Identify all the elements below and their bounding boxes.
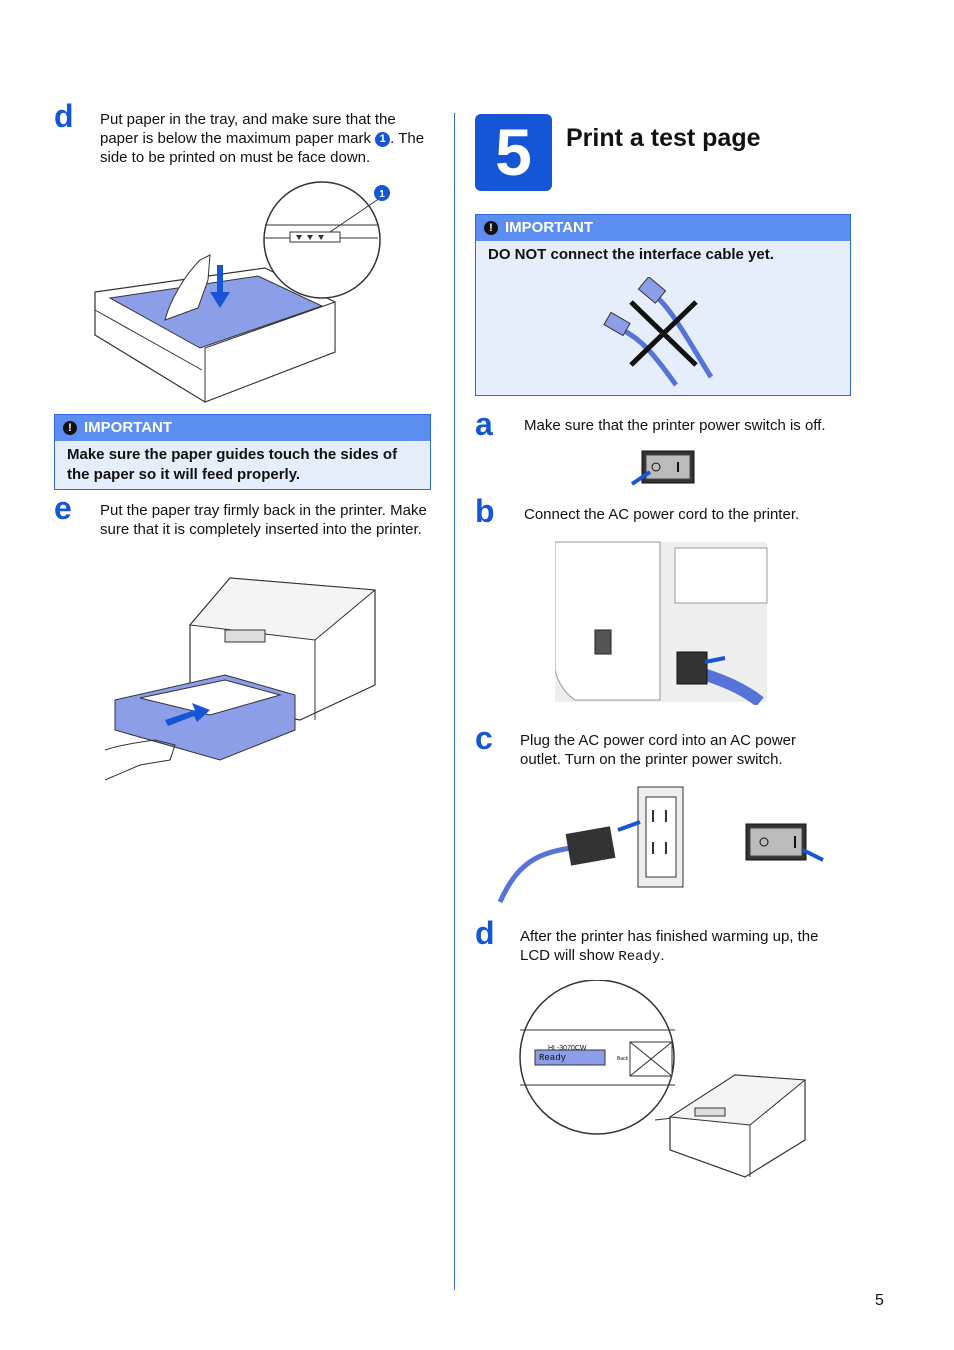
important-body: Make sure the paper guides touch the sid… [67,446,398,483]
step-d-instructions: Put paper in the tray, and make sure tha… [100,110,430,167]
lcd-status-display: Ready [539,1053,567,1063]
step-letter-d-right: d [475,915,495,951]
step-b-text: Connect the AC power cord to the printer… [524,506,800,523]
important-header: ! IMPORTANT [476,215,850,241]
step-d-right-text-1: After the printer has finished warming u… [520,928,819,964]
power-switch-off-icon [630,450,695,486]
step-letter-e: e [54,490,72,526]
step-letter-b: b [475,493,495,529]
step-letter-d: d [54,98,74,134]
important-note-interface-cable: ! IMPORTANT DO NOT connect the interface… [475,214,851,396]
exclamation-icon: ! [63,421,77,435]
step-a-text: Make sure that the printer power switch … [524,417,826,434]
important-body: DO NOT connect the interface cable yet. [488,246,774,263]
callout-1-icon: 1 [375,132,391,147]
printer-tray-insert-illustration [104,577,377,781]
step-d-text-1: Put paper in the tray, and make sure tha… [100,111,396,147]
step-d-right-text-2: . [660,947,665,964]
no-interface-cable-icon [603,277,714,387]
section-title: Print a test page [566,124,761,152]
lcd-back-label: Back [617,1056,629,1062]
wall-outlet-and-switch-illustration [498,786,824,904]
lcd-model-label: HL-3070CW [548,1045,587,1052]
important-label: IMPORTANT [84,419,173,436]
step-e-text: Put the paper tray firmly back in the pr… [100,502,427,538]
section-number-badge: 5 [475,114,552,191]
svg-text:1: 1 [379,189,385,200]
step-c-text: Plug the AC power cord into an AC power … [520,732,796,768]
important-label: IMPORTANT [505,219,594,236]
step-d-text-2: . The side to be printed on must be face… [100,130,425,166]
lcd-ready-text: Ready [618,949,661,965]
step-letter-c: c [475,720,493,756]
step-d-right-text: After the printer has finished warming u… [520,927,850,967]
column-divider [454,113,455,1290]
power-cord-printer-illustration [555,541,768,705]
step-letter-a: a [475,406,493,442]
lcd-ready-printer-illustration [519,980,807,1178]
page-number: 5 [875,1292,884,1309]
important-header: ! IMPORTANT [55,415,430,441]
exclamation-icon: ! [484,221,498,235]
paper-tray-illustration: 1 [94,181,390,403]
important-note-paper-guides: ! IMPORTANT Make sure the paper guides t… [54,414,431,490]
